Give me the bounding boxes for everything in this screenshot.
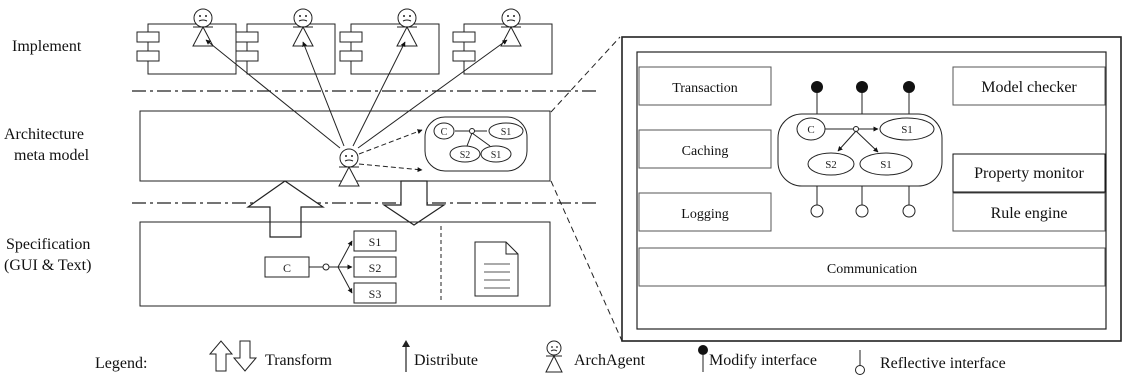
modify-interface-legend-icon bbox=[698, 345, 708, 372]
component-icon bbox=[339, 23, 440, 75]
transform-arrow-down bbox=[382, 180, 446, 226]
transaction-module bbox=[638, 66, 772, 106]
spec-node-s2: S2 bbox=[369, 261, 382, 275]
layer-label-architecture: Architecture bbox=[4, 126, 84, 143]
archagent-icon bbox=[500, 8, 522, 47]
communication-label: Communication bbox=[827, 262, 917, 277]
archagent-icon bbox=[396, 8, 418, 47]
detail-node-c: C bbox=[807, 124, 814, 136]
legend-modify-interface: Modify interface bbox=[709, 352, 817, 369]
spec-gui-model: C S1 S2 S3 bbox=[264, 230, 397, 304]
layer-label-metamodel: meta model bbox=[14, 147, 90, 164]
transaction-label: Transaction bbox=[672, 81, 738, 96]
zoom-line bbox=[550, 36, 621, 113]
transform-arrows-icon bbox=[208, 340, 258, 372]
node-c: C bbox=[441, 127, 448, 138]
rule-engine-label: Rule engine bbox=[991, 205, 1068, 222]
distribute-arrows bbox=[205, 39, 508, 149]
component-icon bbox=[136, 23, 237, 75]
node-s2: S2 bbox=[460, 150, 471, 161]
archagent-icon bbox=[192, 8, 214, 47]
node-s1: S1 bbox=[501, 127, 512, 138]
component-icon bbox=[452, 23, 553, 75]
logging-label: Logging bbox=[681, 207, 728, 222]
modify-interface-icon bbox=[856, 81, 868, 114]
archagent-icon bbox=[338, 148, 360, 187]
spec-node-c: C bbox=[283, 261, 291, 275]
model-checker-module bbox=[952, 66, 1106, 106]
archagent-icon bbox=[292, 8, 314, 47]
modify-interface-icon bbox=[811, 81, 823, 114]
archagent-smiley-icon bbox=[545, 340, 563, 373]
legend-reflective-interface: Reflective interface bbox=[880, 355, 1006, 372]
document-icon bbox=[474, 241, 519, 297]
implement-layer bbox=[136, 8, 553, 75]
property-monitor-label: Property monitor bbox=[974, 165, 1084, 182]
spec-node-s3: S3 bbox=[369, 287, 382, 301]
legend-distribute: Distribute bbox=[414, 352, 478, 369]
layer-label-gui-text: (GUI & Text) bbox=[4, 257, 91, 274]
modify-interface-icon bbox=[903, 81, 915, 114]
detail-node-s1-lower: S1 bbox=[880, 159, 892, 171]
rule-engine-module bbox=[952, 192, 1106, 232]
mini-architecture-model: C S1 S2 S1 bbox=[424, 116, 528, 172]
model-checker-label: Model checker bbox=[981, 79, 1077, 96]
detail-node-s2: S2 bbox=[825, 159, 837, 171]
detail-node-s1: S1 bbox=[901, 124, 913, 136]
property-monitor-module bbox=[952, 153, 1106, 193]
legend: Legend: Transform Distribute ArchAgent M… bbox=[95, 340, 1006, 375]
spec-node-s1: S1 bbox=[369, 235, 382, 249]
reflective-interface-icon bbox=[902, 186, 916, 218]
distribute-arrow-icon bbox=[402, 340, 410, 372]
reflective-interface-legend-icon bbox=[855, 350, 865, 375]
legend-transform: Transform bbox=[265, 352, 333, 369]
caching-label: Caching bbox=[682, 144, 729, 159]
reflective-interface-icon bbox=[810, 186, 824, 218]
central-architecture-model: C S1 S2 S1 bbox=[777, 113, 943, 187]
reflective-interface-icon bbox=[855, 186, 869, 218]
layer-label-specification: Specification bbox=[6, 236, 90, 253]
communication-module bbox=[638, 247, 1106, 287]
node-s1: S1 bbox=[491, 150, 502, 161]
caching-module bbox=[638, 129, 772, 169]
logging-module bbox=[638, 192, 772, 232]
legend-title: Legend: bbox=[95, 355, 147, 372]
legend-archagent: ArchAgent bbox=[574, 352, 646, 369]
transform-arrow-up bbox=[246, 180, 325, 238]
archagent-inner-frame bbox=[636, 51, 1107, 330]
layer-label-implement: Implement bbox=[12, 38, 82, 55]
zoom-line bbox=[550, 180, 623, 342]
specification-box bbox=[139, 221, 551, 307]
component-icon bbox=[235, 23, 336, 75]
